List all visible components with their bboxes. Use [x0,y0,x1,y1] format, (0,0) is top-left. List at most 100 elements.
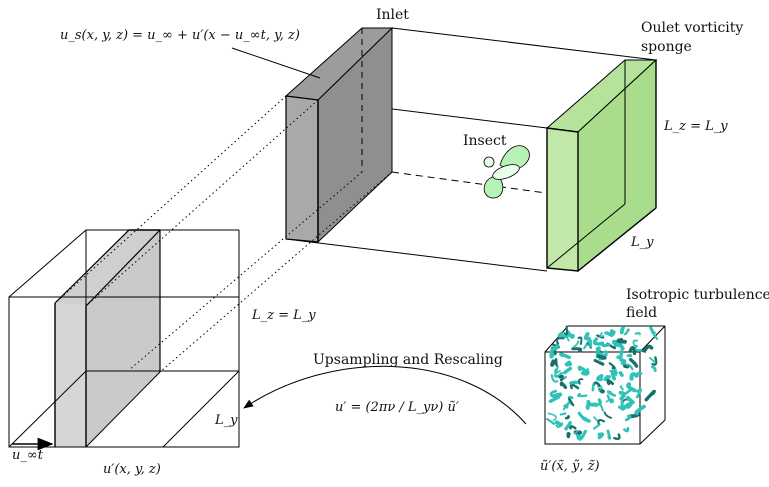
turbulence-filament [651,356,658,366]
ly-left-label: L_y [215,413,238,428]
turbulence-filament [596,354,607,360]
turbulence-filament [626,363,634,371]
turbulence-filament [549,389,558,398]
turbulence-filament [649,326,656,335]
uinf-t-label: u_∞t [12,448,43,463]
turbulence-filament [634,332,641,336]
inlet-leader-line [231,47,321,79]
turbulence-filament [623,364,631,369]
insect-icon [483,145,530,199]
turbulence-filament [619,357,627,366]
turbulence-filament [557,331,567,339]
turbulence-filament [596,374,604,382]
turbulence-filament [606,379,614,386]
turbulence-filament [554,420,563,427]
turbulence-filament [555,337,565,345]
turbulence-filament [577,365,588,373]
turbulence-filament [604,331,612,337]
outlet-label-line1: Oulet vorticity [641,20,744,36]
turbulence-filament [563,325,568,336]
outlet-label-line2: sponge [641,39,692,55]
turbulence-filament [616,340,625,351]
turbulence-filament [562,403,568,411]
turbulence-filament [549,348,555,359]
turbulence-filament [606,394,614,404]
turbulence-filament [619,326,625,335]
isotropic-label-line1: Isotropic turbulence [626,287,769,303]
inlet-equation: u_s(x, y, z) = u_∞ + u′(x − u_∞t, y, z) [60,28,300,43]
turbulence-filament [632,339,639,348]
turbulence-filament [623,426,630,433]
turbulence-filament [634,371,643,378]
turbulence-filament [618,371,624,377]
turbulence-filament [606,429,612,440]
turbulence-filament [564,360,573,367]
inlet-label: Inlet [376,7,409,23]
isotropic-label-line2: field [626,305,658,321]
turbulence-filament [577,392,588,398]
turbulence-filament [562,366,573,375]
turbulence-filament [616,337,627,344]
turbulence-filament [554,368,561,374]
upsampling-arrow [243,365,527,425]
turbulence-filament [578,378,584,385]
turbulence-structures [546,325,659,441]
turbulence-filament [573,430,579,435]
turbulence-filament [651,365,657,373]
turbulence-filament [642,344,654,353]
turbulence-filament [551,343,560,352]
turbulence-filament [610,369,618,381]
turbulence-filament [628,346,637,356]
turbulence-filament [577,429,587,441]
turbulence-filament [603,411,613,419]
turbulence-filament [617,400,624,410]
turbulence-filament [593,358,605,366]
turbulence-filament [572,340,580,349]
turbulence-filament [598,350,608,357]
outlet-sponge [545,58,658,273]
inlet-slab [284,26,394,244]
turbulence-filament [609,329,616,337]
turbulence-filament [599,332,605,338]
turbulence-filament [559,352,571,360]
turbulence-cube [544,325,666,445]
turbulence-filament [597,432,605,440]
turbulence-filament [566,432,571,439]
precursor-box [8,229,240,448]
turbulence-filament [553,371,563,378]
turbulence-filament [566,330,575,339]
projection-lines [54,95,393,373]
turbulence-filament [620,401,633,411]
turbulence-filament [600,341,611,348]
turbulence-filament [616,349,624,360]
turbulence-filament [611,339,619,347]
u-prime-label: u′(x, y, z) [103,462,161,477]
turbulence-filament [619,385,625,391]
lz-right-label: L_z = L_y [664,119,728,134]
u-tilde-label: ũ′(x̃, ỹ, z̃) [540,459,600,474]
turbulence-filament [644,389,656,402]
turbulence-filament [569,425,577,430]
turbulence-filament [613,433,621,440]
turbulence-filament [559,381,568,389]
lz-left-label: L_z = L_y [252,308,316,323]
turbulence-filament [608,362,616,370]
turbulence-filament [635,388,642,399]
turbulence-filament [587,336,593,348]
turbulence-filament [550,374,559,383]
turbulence-filament [559,412,567,416]
turbulence-filament [547,412,557,422]
turbulence-filament [606,390,617,397]
turbulence-filament [597,418,606,425]
turbulence-filament [564,415,570,420]
turbulence-filament [571,347,583,353]
turbulence-filament [564,421,572,431]
turbulence-filament [603,375,611,382]
turbulence-filament [595,346,601,350]
turbulence-filament [648,357,656,364]
turbulence-filament [624,328,630,336]
turbulence-filament [582,416,591,423]
turbulence-filament [558,374,564,382]
turbulence-filament [591,398,602,406]
